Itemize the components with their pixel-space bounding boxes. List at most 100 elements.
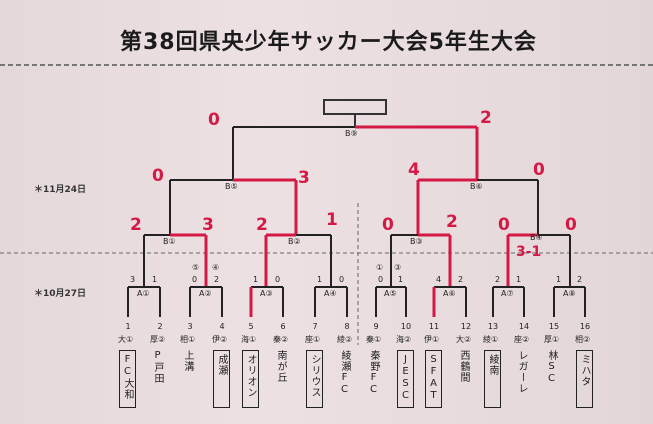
a8-score-left: 1 bbox=[556, 275, 562, 284]
sf2-score-left: 4 bbox=[408, 160, 420, 180]
a7-score-left: 2 bbox=[495, 275, 501, 284]
b1-score-left: 2 bbox=[130, 215, 142, 235]
b2-score-left: 2 bbox=[256, 215, 268, 235]
team-number: 4 bbox=[219, 322, 225, 331]
team-number: 16 bbox=[579, 322, 591, 331]
a8-score-right: 2 bbox=[577, 275, 583, 284]
team-seed: 綾① bbox=[483, 335, 499, 344]
team-number: 8 bbox=[344, 322, 350, 331]
a2-score-right: 2 bbox=[214, 275, 220, 284]
team-name: 上溝 bbox=[182, 350, 193, 372]
match-label-a1: A① bbox=[137, 289, 150, 298]
a5-score-right: 1 bbox=[398, 275, 404, 284]
date-label-nov: ＊11月24日 bbox=[34, 185, 87, 195]
team-number: 1 bbox=[125, 322, 131, 331]
team-seed: 綾② bbox=[337, 335, 353, 344]
a2-score-left: 0 bbox=[192, 275, 198, 284]
match-label-a6: A⑥ bbox=[443, 289, 456, 298]
team-name: ミハタ bbox=[576, 350, 593, 408]
team-number: 13 bbox=[487, 322, 499, 331]
team-name: 南が丘 bbox=[275, 350, 286, 383]
a3-score-left: 1 bbox=[253, 275, 259, 284]
match-label-sf2: B⑥ bbox=[470, 182, 483, 191]
team-name: JESC bbox=[397, 350, 414, 408]
team-name: オリオン bbox=[242, 350, 259, 408]
a5-pk-right: ③ bbox=[394, 263, 402, 272]
match-label-b2: B② bbox=[288, 237, 301, 246]
team-number: 11 bbox=[428, 322, 440, 331]
team-name: 西鶴間 bbox=[458, 350, 469, 383]
team-seed: 大① bbox=[118, 335, 134, 344]
team-name: SFAT bbox=[425, 350, 442, 408]
team-name: 秦野FC bbox=[368, 350, 379, 396]
team-seed: 相② bbox=[575, 335, 591, 344]
team-seed: 座② bbox=[514, 335, 530, 344]
a6-score-left: 4 bbox=[436, 275, 442, 284]
a5-score-left: 0 bbox=[378, 275, 384, 284]
team-seed: 伊② bbox=[212, 335, 228, 344]
match-label-a5: A⑤ bbox=[384, 289, 397, 298]
champion-box bbox=[323, 99, 387, 115]
team-seed: 秦② bbox=[273, 335, 289, 344]
team-number: 15 bbox=[548, 322, 560, 331]
team-number: 6 bbox=[280, 322, 286, 331]
team-name: FC大和 bbox=[119, 350, 136, 408]
team-seed: 秦① bbox=[366, 335, 382, 344]
a6-score-right: 2 bbox=[458, 275, 464, 284]
team-number: 9 bbox=[373, 322, 379, 331]
date-label-oct: ＊10月27日 bbox=[34, 289, 87, 299]
match-label-b4: B④ bbox=[530, 233, 543, 242]
team-seed: 相① bbox=[180, 335, 196, 344]
match-label-a8: A⑧ bbox=[563, 289, 576, 298]
b4-score-left: 0 bbox=[498, 215, 510, 235]
team-name: 綾南 bbox=[484, 350, 501, 408]
match-label-b3: B③ bbox=[410, 237, 423, 246]
a4-score-left: 1 bbox=[317, 275, 323, 284]
b3-score-left: 0 bbox=[382, 215, 394, 235]
team-seed: 座① bbox=[305, 335, 321, 344]
team-number: 14 bbox=[518, 322, 530, 331]
team-number: 7 bbox=[312, 322, 318, 331]
team-number: 2 bbox=[157, 322, 163, 331]
final-score-left: 0 bbox=[208, 110, 220, 130]
b2-score-right: 1 bbox=[326, 210, 338, 230]
team-seed: 厚① bbox=[544, 335, 560, 344]
sf2-score-right: 0 bbox=[533, 160, 545, 180]
a2-pk-left: ⑤ bbox=[192, 263, 200, 272]
final-score-right: 2 bbox=[480, 108, 492, 128]
sf1-score-right: 3 bbox=[298, 168, 310, 188]
team-name: 成瀬 bbox=[213, 350, 230, 408]
match-label-a3: A③ bbox=[260, 289, 273, 298]
team-seed: 大② bbox=[456, 335, 472, 344]
team-name: レガーレ bbox=[516, 350, 527, 394]
sf1-score-left: 0 bbox=[152, 166, 164, 186]
a5-pk-left: ① bbox=[376, 263, 384, 272]
team-name: 林SC bbox=[546, 350, 557, 385]
team-number: 10 bbox=[400, 322, 412, 331]
a4-score-right: 0 bbox=[339, 275, 345, 284]
b3-score-right: 2 bbox=[446, 212, 458, 232]
a2-pk-right: ④ bbox=[212, 263, 220, 272]
b4-score-right: 0 bbox=[565, 215, 577, 235]
match-label-final: B⑨ bbox=[345, 129, 358, 138]
page-title: 第38回県央少年サッカー大会5年生大会 bbox=[120, 30, 537, 55]
match-label-a7: A⑦ bbox=[501, 289, 514, 298]
a-round-lines bbox=[127, 286, 586, 317]
team-number: 3 bbox=[187, 322, 193, 331]
team-seed: 海① bbox=[241, 335, 257, 344]
team-name: 綾瀬FC bbox=[339, 350, 350, 396]
match-label-sf1: B⑤ bbox=[225, 182, 238, 191]
b1-score-right: 3 bbox=[202, 215, 214, 235]
team-number: 5 bbox=[248, 322, 254, 331]
a1-score-left: 3 bbox=[130, 275, 136, 284]
a1-score-right: 1 bbox=[152, 275, 158, 284]
a3-score-right: 0 bbox=[275, 275, 281, 284]
team-seed: 伊① bbox=[424, 335, 440, 344]
team-number: 12 bbox=[460, 322, 472, 331]
b4-pk-score: 3-1 bbox=[516, 244, 542, 260]
team-name: P戸田 bbox=[152, 350, 163, 384]
match-label-b1: B① bbox=[163, 237, 176, 246]
team-seed: 厚② bbox=[150, 335, 166, 344]
match-label-a2: A② bbox=[199, 289, 212, 298]
